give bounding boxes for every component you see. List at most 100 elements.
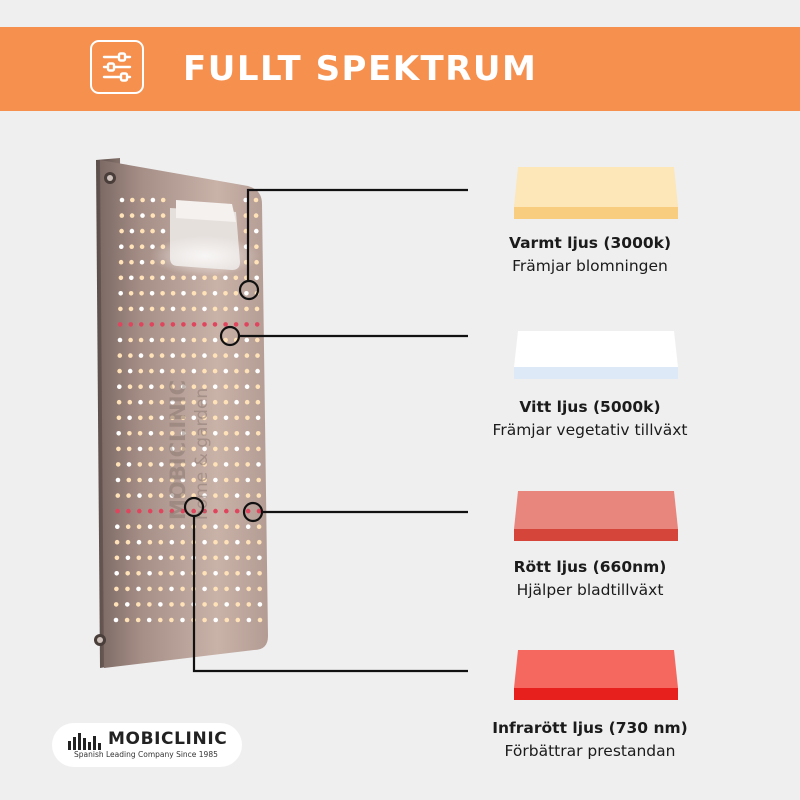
led-dot (169, 477, 175, 483)
led-dot (234, 446, 240, 452)
brand-logo: MOBICLINIC Spanish Leading Company Since… (52, 723, 242, 767)
led-dot (127, 415, 132, 421)
led-dot (244, 399, 250, 405)
led-dot (202, 586, 207, 592)
led-dot (117, 322, 123, 327)
panel-print: MOBICLINIC home & garden (166, 380, 212, 520)
led-dot (202, 337, 207, 343)
led-dot (234, 477, 240, 483)
led-array (113, 197, 263, 623)
led-dot (212, 399, 218, 405)
led-dot (202, 415, 207, 421)
led-dot (170, 446, 175, 452)
led-dot (256, 446, 261, 452)
led-dot (255, 384, 261, 390)
led-dot (246, 539, 251, 545)
led-dot (256, 477, 262, 483)
led-dot (136, 539, 142, 545)
led-dot (223, 384, 229, 390)
led-dot (246, 617, 252, 623)
led-dot (159, 399, 165, 405)
led-dot (255, 368, 260, 374)
led-dot (257, 571, 262, 576)
led-dot (147, 508, 153, 514)
led-dot (213, 508, 218, 514)
led-dot (255, 353, 260, 358)
led-dot (245, 477, 251, 483)
led-dot (254, 306, 260, 312)
led-dot (234, 431, 240, 436)
led-dot (191, 571, 196, 576)
led-dot (256, 493, 262, 498)
led-dot (160, 337, 165, 343)
led-dot (243, 213, 249, 218)
led-dot (158, 586, 163, 592)
led-dot (212, 353, 218, 358)
led-dot (180, 477, 186, 483)
led-dot (212, 291, 218, 296)
header-banner: FULLT SPEKTRUM (0, 27, 800, 111)
led-dot (115, 462, 121, 467)
led-dot (180, 602, 185, 607)
led-dot (180, 493, 186, 498)
led-dot (223, 477, 229, 483)
led-dot (244, 322, 249, 327)
led-dot (213, 617, 218, 623)
led-dot (136, 524, 142, 529)
led-dot (117, 368, 122, 374)
led-dot (160, 228, 166, 234)
led-dot (139, 306, 144, 312)
led-dot (147, 539, 153, 545)
led-dot (224, 617, 230, 623)
led-dot (138, 399, 143, 405)
led-dot (191, 586, 196, 592)
led-dot (170, 337, 176, 343)
led-dot (191, 539, 196, 545)
caption-desc: Främjar vegetativ tillväxt (492, 421, 688, 439)
led-dot (169, 602, 174, 607)
led-dot (129, 244, 134, 249)
led-dot (234, 493, 240, 498)
led-dot (191, 555, 196, 561)
led-dot (149, 275, 155, 281)
led-dot (253, 213, 259, 218)
led-dot (223, 353, 228, 358)
led-dot (213, 446, 218, 452)
led-dot (139, 244, 145, 249)
led-dot (224, 586, 229, 592)
led-dot (244, 368, 250, 374)
caption-red: Rött ljus (660nm) Hjälper bladtillväxt (440, 556, 740, 602)
led-dot (149, 337, 154, 343)
led-dot (180, 617, 185, 623)
led-dot (235, 555, 240, 561)
led-dot (140, 213, 145, 218)
panel-tagline-text: home & garden (192, 388, 212, 520)
led-dot (139, 259, 145, 265)
led-dot (213, 555, 218, 561)
led-dot (127, 431, 132, 436)
led-dot (246, 602, 252, 607)
led-dot (245, 446, 250, 452)
swatch-white (514, 331, 678, 379)
led-dot (235, 602, 241, 607)
led-dot (138, 384, 143, 390)
led-dot (136, 555, 142, 561)
led-dot (147, 602, 152, 607)
led-dot (202, 384, 207, 390)
led-dot (160, 197, 166, 203)
led-dot (224, 493, 229, 498)
led-dot (213, 524, 218, 529)
led-dot (234, 353, 239, 358)
led-dot (191, 306, 197, 312)
sliders-icon (90, 40, 144, 94)
led-dot (170, 399, 175, 405)
led-dot (136, 571, 141, 576)
led-dot (246, 571, 251, 576)
led-dot (223, 399, 229, 405)
led-dot (212, 384, 218, 390)
led-dot (202, 462, 207, 467)
led-dot (127, 399, 133, 405)
led-dot (114, 555, 120, 561)
caption-title: Varmt ljus (3000k) (508, 234, 672, 252)
led-dot (212, 322, 218, 327)
